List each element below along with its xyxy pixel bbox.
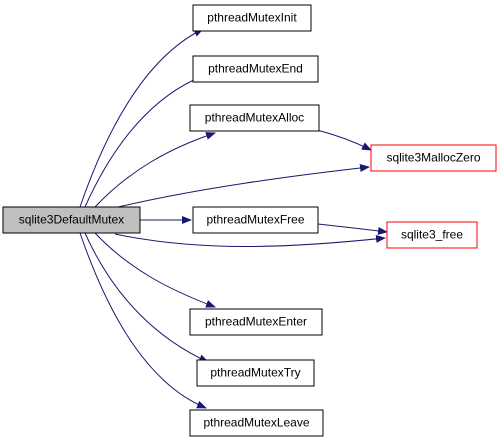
node-pthreadMutexLeave[interactable]: pthreadMutexLeave [189,409,324,437]
node-label: pthreadMutexAlloc [205,111,304,125]
node-label: sqlite3_free [401,228,463,242]
edge-pthreadMutexAlloc-to-sqlite3MallocZero [316,129,372,151]
edge-root-to-pthreadMutexInit [79,28,204,208]
node-label: sqlite3DefaultMutex [19,213,124,227]
node-pthreadMutexAlloc[interactable]: pthreadMutexAlloc [189,104,320,132]
node-sqlite3DefaultMutex[interactable]: sqlite3DefaultMutex [2,206,141,234]
node-pthreadMutexFree[interactable]: pthreadMutexFree [192,206,319,234]
node-pthreadMutexInit[interactable]: pthreadMutexInit [192,4,312,32]
node-label: pthreadMutexTry [210,366,300,380]
node-pthreadMutexEnd[interactable]: pthreadMutexEnd [192,55,319,83]
node-sqlite3_free[interactable]: sqlite3_free [386,221,478,249]
node-sqlite3MallocZero[interactable]: sqlite3MallocZero [370,144,497,172]
node-label: sqlite3MallocZero [386,151,480,165]
edge-pthreadMutexFree-to-sqlite3_free [317,223,388,235]
edge-root-to-sqlite3MallocZero [117,164,370,208]
edge-root-to-pthreadMutexEnter [94,232,216,308]
node-label: pthreadMutexEnter [205,315,307,329]
node-label: pthreadMutexEnd [208,62,303,76]
edge-root-to-pthreadMutexTry [84,232,209,363]
node-label: pthreadMutexFree [206,213,304,227]
edge-root-to-sqlite3_free [114,233,386,247]
node-pthreadMutexEnter[interactable]: pthreadMutexEnter [189,308,323,336]
edge-root-to-pthreadMutexAlloc [94,132,216,208]
edges [79,28,388,409]
edge-root-to-pthreadMutexEnd [84,75,204,208]
node-label: pthreadMutexLeave [203,416,309,430]
edge-root-to-pthreadMutexLeave [79,232,207,409]
node-label: pthreadMutexInit [207,11,297,25]
node-pthreadMutexTry[interactable]: pthreadMutexTry [196,359,315,387]
